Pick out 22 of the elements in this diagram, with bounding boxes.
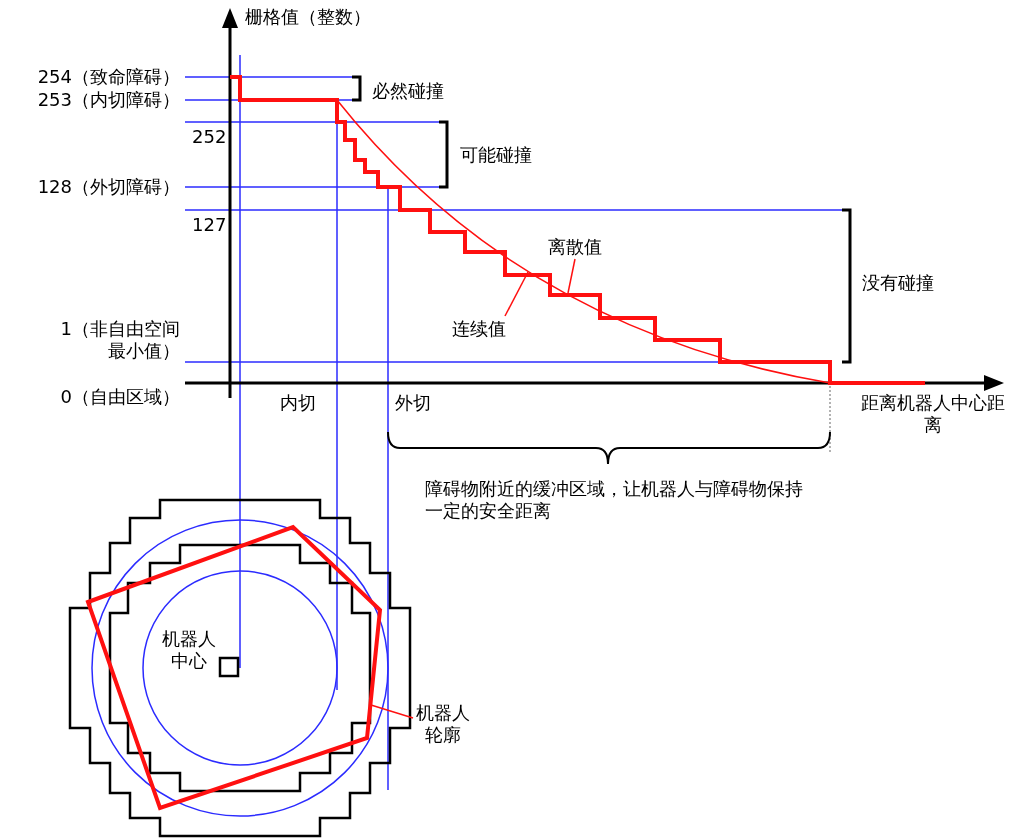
axis-label: 距离机器人中心距离: [860, 392, 1006, 436]
tick-label: 外切: [395, 392, 431, 414]
value-label: 253（内切障碍）: [36, 89, 180, 111]
callout-text: 机器人中心: [161, 628, 217, 672]
value-label: 254（致命障碍）: [36, 66, 180, 88]
zone-label: 必然碰撞: [372, 80, 444, 102]
value-label: 0（自由区域）: [59, 386, 180, 408]
tick-label: 127: [192, 214, 227, 236]
callout-text: 连续值: [452, 318, 506, 340]
value-label: 1（非自由空间最小值）: [60, 318, 180, 362]
callout-text: 离散值: [548, 236, 602, 258]
leader-line: [504, 271, 529, 317]
zone-label: 没有碰撞: [862, 272, 934, 294]
axis-label: 栅格值（整数）: [245, 6, 371, 28]
annotation-text: 障碍物附近的缓冲区域，让机器人与障碍物保持一定的安全距离: [425, 478, 804, 522]
leader-line: [567, 258, 576, 294]
zone-label: 可能碰撞: [460, 144, 532, 166]
leader-line: [370, 704, 414, 719]
tick-label: 内切: [280, 392, 316, 414]
tick-label: 252: [192, 126, 227, 148]
value-label: 128（外切障碍）: [36, 176, 180, 198]
callout-text: 机器人轮廓: [414, 702, 472, 746]
